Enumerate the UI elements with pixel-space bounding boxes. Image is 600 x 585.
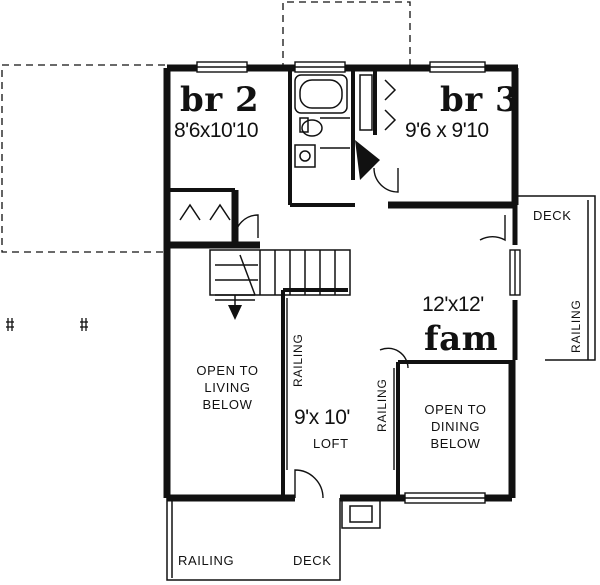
fam-name: fam: [424, 319, 499, 359]
open-dining-line-3: BELOW: [430, 436, 481, 451]
deck-right-label: DECK: [533, 208, 572, 223]
railing-loft-left-label: RAILING: [291, 333, 305, 387]
deck-right: [515, 195, 596, 361]
open-to-living-note: OPEN TO LIVING BELOW: [180, 362, 275, 413]
fam-size: 12'x12': [422, 293, 484, 316]
railing-deck-right-label: RAILING: [569, 299, 583, 353]
open-living-line-1: OPEN TO: [196, 363, 259, 378]
closet-doors: [179, 74, 397, 221]
bathroom-fixtures: [294, 74, 350, 168]
loft-railings: [286, 298, 395, 470]
loft-name: LOFT: [313, 436, 349, 451]
railing-bottom-label: RAILING: [178, 553, 235, 568]
deck-bottom: [166, 498, 341, 581]
dashed-roof-outline: [1, 1, 411, 253]
open-living-line-3: BELOW: [202, 397, 253, 412]
windows: [196, 61, 521, 504]
br2-name: br 2: [180, 80, 260, 120]
br2-size: 8'6x10'10: [174, 119, 259, 142]
interior-walls: [167, 68, 512, 498]
chimney: [341, 499, 381, 529]
open-living-line-2: LIVING: [204, 380, 251, 395]
hash-marks: [6, 318, 88, 331]
door-swings: [234, 140, 506, 499]
stairs: [209, 249, 351, 320]
br3-name: br 3: [440, 80, 520, 120]
deck-bottom-label: DECK: [293, 553, 332, 568]
loft-size: 9'x 10': [294, 406, 350, 429]
br3-size: 9'6 x 9'10: [405, 119, 489, 142]
open-dining-line-2: DINING: [430, 419, 481, 434]
open-to-dining-note: OPEN TO DINING BELOW: [408, 401, 503, 452]
open-dining-line-1: OPEN TO: [424, 402, 487, 417]
railing-loft-right-label: RAILING: [375, 378, 389, 432]
